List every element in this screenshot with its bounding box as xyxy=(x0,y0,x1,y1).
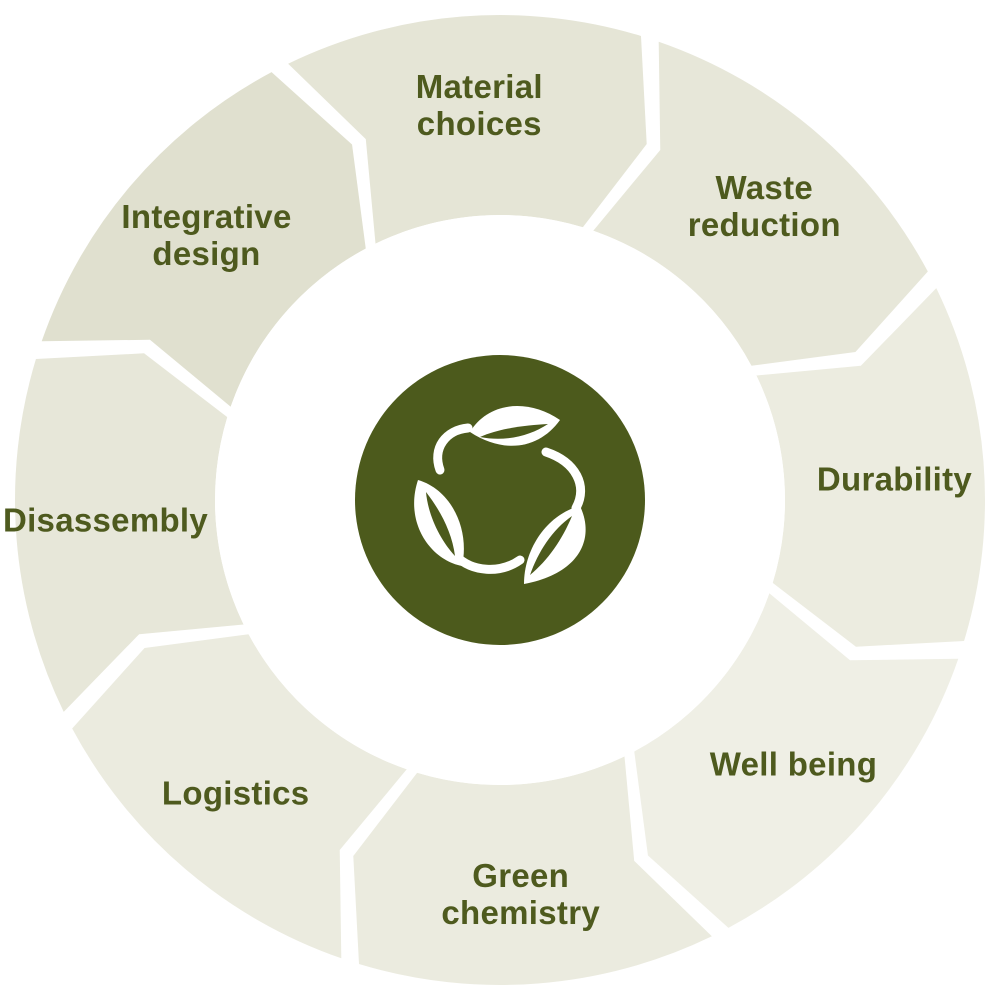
label-line: Well being xyxy=(710,745,877,782)
segment-material-choices xyxy=(288,15,647,244)
label-well-being: Well being xyxy=(710,745,877,782)
label-line: Logistics xyxy=(162,775,310,812)
label-line: Integrative xyxy=(121,198,291,235)
segment-green-chemistry xyxy=(353,756,712,985)
label-line: Green xyxy=(472,857,569,894)
label-line: reduction xyxy=(688,206,841,243)
label-line: chemistry xyxy=(441,894,600,931)
label-line: Material xyxy=(416,68,543,105)
label-line: Waste xyxy=(716,169,813,206)
label-durability: Durability xyxy=(817,460,973,497)
segment-well-being xyxy=(634,593,959,928)
segment-waste-reduction xyxy=(593,41,928,366)
segment-durability xyxy=(756,288,985,647)
label-line: choices xyxy=(417,105,542,142)
segment-integrative-design xyxy=(41,72,366,407)
label-line: Durability xyxy=(817,460,973,497)
label-logistics: Logistics xyxy=(162,775,310,812)
cycle-segments xyxy=(15,15,985,985)
segment-logistics xyxy=(72,634,407,959)
label-line: Disassembly xyxy=(3,502,208,539)
label-disassembly: Disassembly xyxy=(3,502,208,539)
recycle-leaves-icon xyxy=(355,355,645,645)
label-line: design xyxy=(152,235,260,272)
segment-disassembly xyxy=(15,353,244,712)
